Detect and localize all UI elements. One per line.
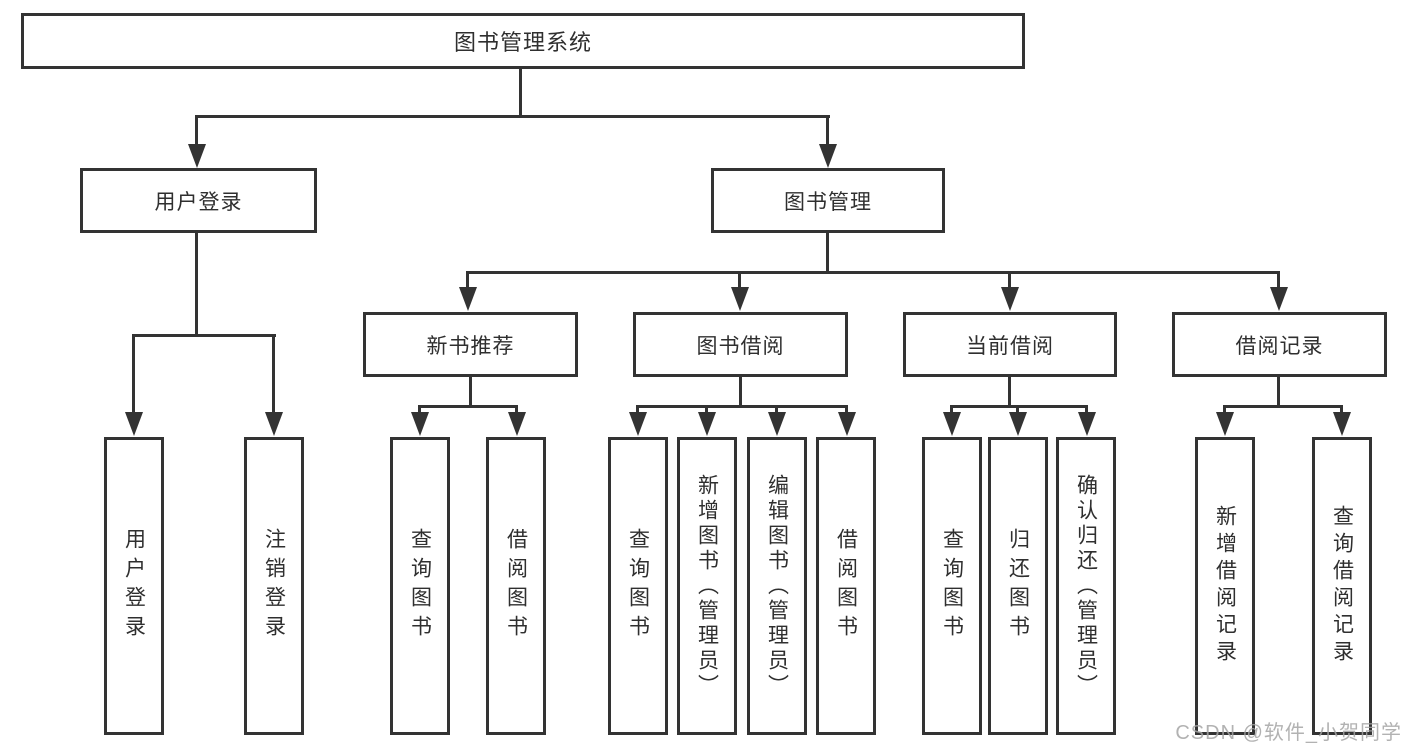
connector-leaf-logout-drop [272, 334, 275, 416]
connector-book-borrow-stem [739, 377, 742, 408]
node-root: 图书管理系统 [21, 13, 1025, 69]
node-user-login-label: 用户登录 [154, 190, 243, 214]
connector-leaf-drop [418, 405, 421, 417]
node-book-borrow: 图书借阅 [633, 312, 848, 377]
node-leaf-rec-query-books: 查询图书 [390, 437, 450, 735]
connector-book-borrow-split [636, 405, 848, 408]
node-leaf-rec-query-books-label: 查询图书 [408, 528, 432, 644]
connector-leaf-drop [515, 405, 518, 417]
node-leaf-bb-borrow-books-label: 借阅图书 [834, 528, 858, 644]
node-leaf-bb-query-books-label: 查询图书 [626, 528, 650, 644]
csdn-watermark: CSDN @软件_小贺同学 [1175, 722, 1402, 744]
arrowhead-leaf-bb-add [698, 412, 716, 436]
node-user-login: 用户登录 [80, 168, 317, 233]
connector-leaf-drop [775, 405, 778, 417]
node-leaf-rec-borrow-books: 借阅图书 [486, 437, 546, 735]
node-leaf-bb-query-books: 查询图书 [608, 437, 668, 735]
arrowhead-leaf-bb-edit [768, 412, 786, 436]
connector-user-login-drop [195, 115, 198, 147]
connector-leaf-drop [705, 405, 708, 417]
arrowhead-leaf-cur-confirm [1078, 412, 1096, 436]
node-root-label: 图书管理系统 [453, 30, 592, 55]
connector-leaf-drop [1223, 405, 1226, 417]
arrowhead-leaf-rec-borrow [508, 412, 526, 436]
node-borrow-records: 借阅记录 [1172, 312, 1387, 377]
connector-leaf-user-login-drop [132, 334, 135, 416]
node-current-borrow-label: 当前借阅 [966, 334, 1054, 358]
connector-current-borrow-split [950, 405, 1088, 408]
connector-leaf-drop [636, 405, 639, 417]
connector-leaf-drop [845, 405, 848, 417]
node-leaf-cur-query-books-label: 查询图书 [940, 528, 964, 644]
node-leaf-rec-borrow-books-label: 借阅图书 [504, 528, 528, 644]
connector-leaf-drop [1016, 405, 1019, 417]
connector-user-login-stem [195, 233, 198, 337]
connector-new-book-rec-split [418, 405, 518, 408]
connector-user-login-split [133, 334, 276, 337]
node-leaf-query-borrow-record: 查询借阅记录 [1312, 437, 1372, 735]
connector-book-mgmt-split [466, 271, 1280, 274]
node-leaf-bb-edit-books: 编辑图书（管理员） [747, 437, 807, 735]
arrowhead-leaf-query-record [1333, 412, 1351, 436]
connector-leaf-drop [1340, 405, 1343, 417]
connector-root-split [196, 115, 830, 118]
arrowhead-current-borrow [1001, 287, 1019, 311]
node-leaf-query-borrow-record-label: 查询借阅记录 [1330, 505, 1354, 667]
connector-borrow-records-drop [1277, 271, 1280, 293]
node-leaf-bb-edit-books-label: 编辑图书（管理员） [765, 473, 789, 699]
connector-current-borrow-drop [1008, 271, 1011, 293]
connector-new-book-rec-drop [466, 271, 469, 293]
node-leaf-cur-return-books-label: 归还图书 [1006, 528, 1030, 644]
connector-book-mgmt-drop [826, 115, 829, 147]
node-current-borrow: 当前借阅 [903, 312, 1117, 377]
node-leaf-cur-confirm-return-label: 确认归还（管理员） [1074, 473, 1098, 699]
arrowhead-new-book-rec [459, 287, 477, 311]
arrowhead-book-mgmt [819, 144, 837, 168]
arrowhead-leaf-user-login [125, 412, 143, 436]
arrowhead-borrow-records [1270, 287, 1288, 311]
node-leaf-bb-add-books-label: 新增图书（管理员） [695, 473, 719, 699]
arrowhead-leaf-cur-query [943, 412, 961, 436]
arrowhead-leaf-cur-return [1009, 412, 1027, 436]
arrowhead-leaf-logout [265, 412, 283, 436]
node-leaf-add-borrow-record-label: 新增借阅记录 [1213, 505, 1237, 667]
node-leaf-user-login: 用户登录 [104, 437, 164, 735]
arrowhead-leaf-bb-query [629, 412, 647, 436]
arrowhead-user-login [188, 144, 206, 168]
arrowhead-leaf-bb-borrow [838, 412, 856, 436]
node-new-book-rec: 新书推荐 [363, 312, 578, 377]
node-book-mgmt-label: 图书管理 [784, 190, 872, 214]
node-book-borrow-label: 图书借阅 [696, 334, 785, 358]
node-leaf-user-login-label: 用户登录 [122, 528, 146, 644]
connector-book-mgmt-stem [826, 233, 829, 274]
node-borrow-records-label: 借阅记录 [1235, 334, 1324, 358]
connector-new-book-rec-stem [469, 377, 472, 408]
connector-leaf-drop [950, 405, 953, 417]
arrowhead-leaf-rec-query [411, 412, 429, 436]
node-leaf-cur-return-books: 归还图书 [988, 437, 1048, 735]
node-leaf-add-borrow-record: 新增借阅记录 [1195, 437, 1255, 735]
node-new-book-rec-label: 新书推荐 [426, 334, 515, 358]
node-leaf-logout: 注销登录 [244, 437, 304, 735]
node-leaf-logout-label: 注销登录 [262, 528, 286, 644]
connector-leaf-drop [1085, 405, 1088, 417]
connector-current-borrow-stem [1008, 377, 1011, 408]
node-book-mgmt: 图书管理 [711, 168, 945, 233]
node-leaf-bb-add-books: 新增图书（管理员） [677, 437, 737, 735]
node-leaf-bb-borrow-books: 借阅图书 [816, 437, 876, 735]
node-leaf-cur-confirm-return: 确认归还（管理员） [1056, 437, 1116, 735]
connector-root-stem [519, 69, 522, 118]
node-leaf-cur-query-books: 查询图书 [922, 437, 982, 735]
arrowhead-leaf-add-record [1216, 412, 1234, 436]
arrowhead-book-borrow [731, 287, 749, 311]
connector-borrow-records-split [1223, 405, 1343, 408]
connector-borrow-records-stem [1277, 377, 1280, 408]
connector-book-borrow-drop [738, 271, 741, 293]
